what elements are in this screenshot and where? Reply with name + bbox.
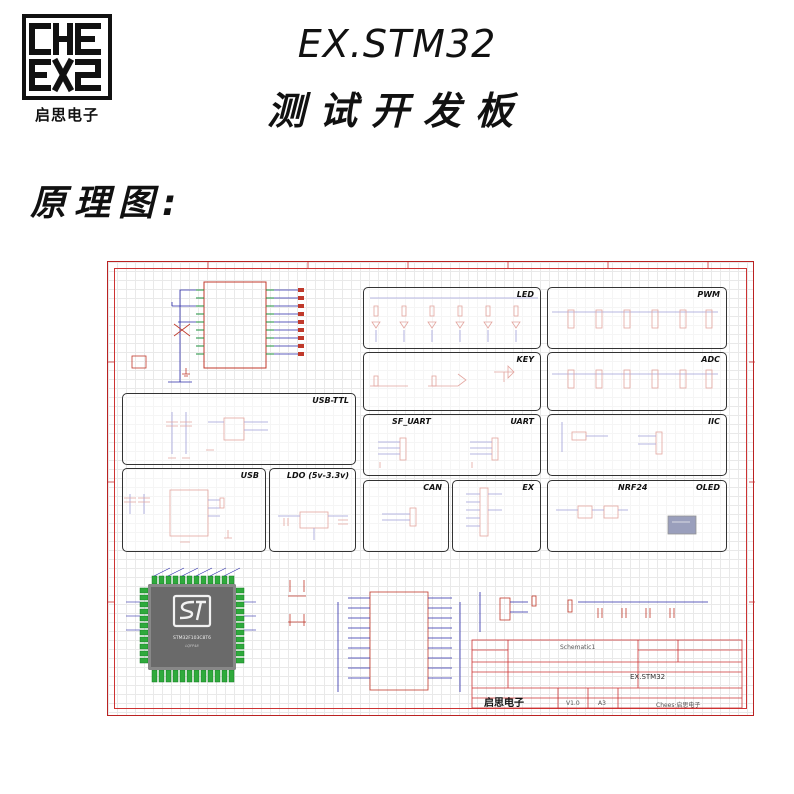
mcu-chip-render: STM32F103C8T6 LQFP48 — [148, 584, 236, 670]
title-block-lines — [471, 639, 743, 709]
title-block-sheet-name: Schematic1 — [560, 644, 596, 651]
ex-panel: EX — [452, 480, 541, 552]
ldo-panel: LDO (5v-3.3v) — [269, 468, 356, 552]
oled-panel-label: OLED — [695, 483, 720, 492]
logo-mark — [22, 14, 112, 100]
ldo-panel-label: LDO (5v-3.3v) — [286, 471, 349, 480]
pwm-panel-label: PWM — [697, 290, 720, 299]
key-panel: KEY — [363, 352, 541, 411]
ex-panel-label: EX — [522, 483, 534, 492]
pwm-panel: PWM — [547, 287, 727, 349]
mcu-symbol — [288, 580, 461, 692]
nrf24-oled-panel: NRF24 OLED — [547, 480, 727, 552]
title-block-brand: 启思电子 — [484, 698, 524, 709]
title-block-project: EX.STM32 — [630, 673, 666, 681]
logo-glyph-icon — [29, 23, 101, 93]
page-title: EX.STM32 — [297, 22, 497, 66]
key-panel-label: KEY — [516, 355, 534, 364]
iic-panel: IIC — [547, 414, 727, 476]
power-network — [479, 592, 708, 632]
usb-ttl-panel: USB-TTL — [122, 393, 356, 465]
title-block-version: V1.0 — [566, 700, 580, 707]
iic-panel-label: IIC — [708, 417, 720, 426]
title-block-size: A3 — [598, 700, 606, 707]
usb-panel: USB — [122, 468, 266, 552]
usb-serial-ic — [131, 281, 304, 383]
chip-package: LQFP48 — [185, 644, 199, 648]
sf-uart-panel-label: SF_UART — [392, 417, 431, 426]
schematic-sheet: LED KEY SF_UART UART CAN EX PWM ADC IIC … — [107, 261, 755, 716]
title-block-company: Chees·启思电子 — [656, 702, 701, 709]
adc-panel-label: ADC — [701, 355, 720, 364]
st-logo-icon — [172, 594, 212, 628]
adc-panel: ADC — [547, 352, 727, 411]
brand-logo: 启思电子 — [22, 14, 112, 126]
can-panel: CAN — [363, 480, 449, 552]
section-title: 原理图: — [30, 183, 185, 224]
sheet-frame — [114, 268, 747, 709]
usb-ttl-panel-label: USB-TTL — [312, 396, 349, 405]
logo-text: 启思电子 — [34, 106, 99, 124]
uart-panel: SF_UART UART — [363, 414, 541, 476]
chip-part-number: STM32F103C8T6 — [172, 636, 211, 641]
usb-panel-label: USB — [240, 471, 259, 480]
led-panel: LED — [363, 287, 541, 349]
can-panel-label: CAN — [423, 483, 442, 492]
uart-panel-label: UART — [510, 417, 534, 426]
nrf24-panel-label: NRF24 — [618, 483, 648, 492]
page-subtitle: 测试开发板 — [266, 89, 527, 133]
led-panel-label: LED — [516, 290, 534, 299]
